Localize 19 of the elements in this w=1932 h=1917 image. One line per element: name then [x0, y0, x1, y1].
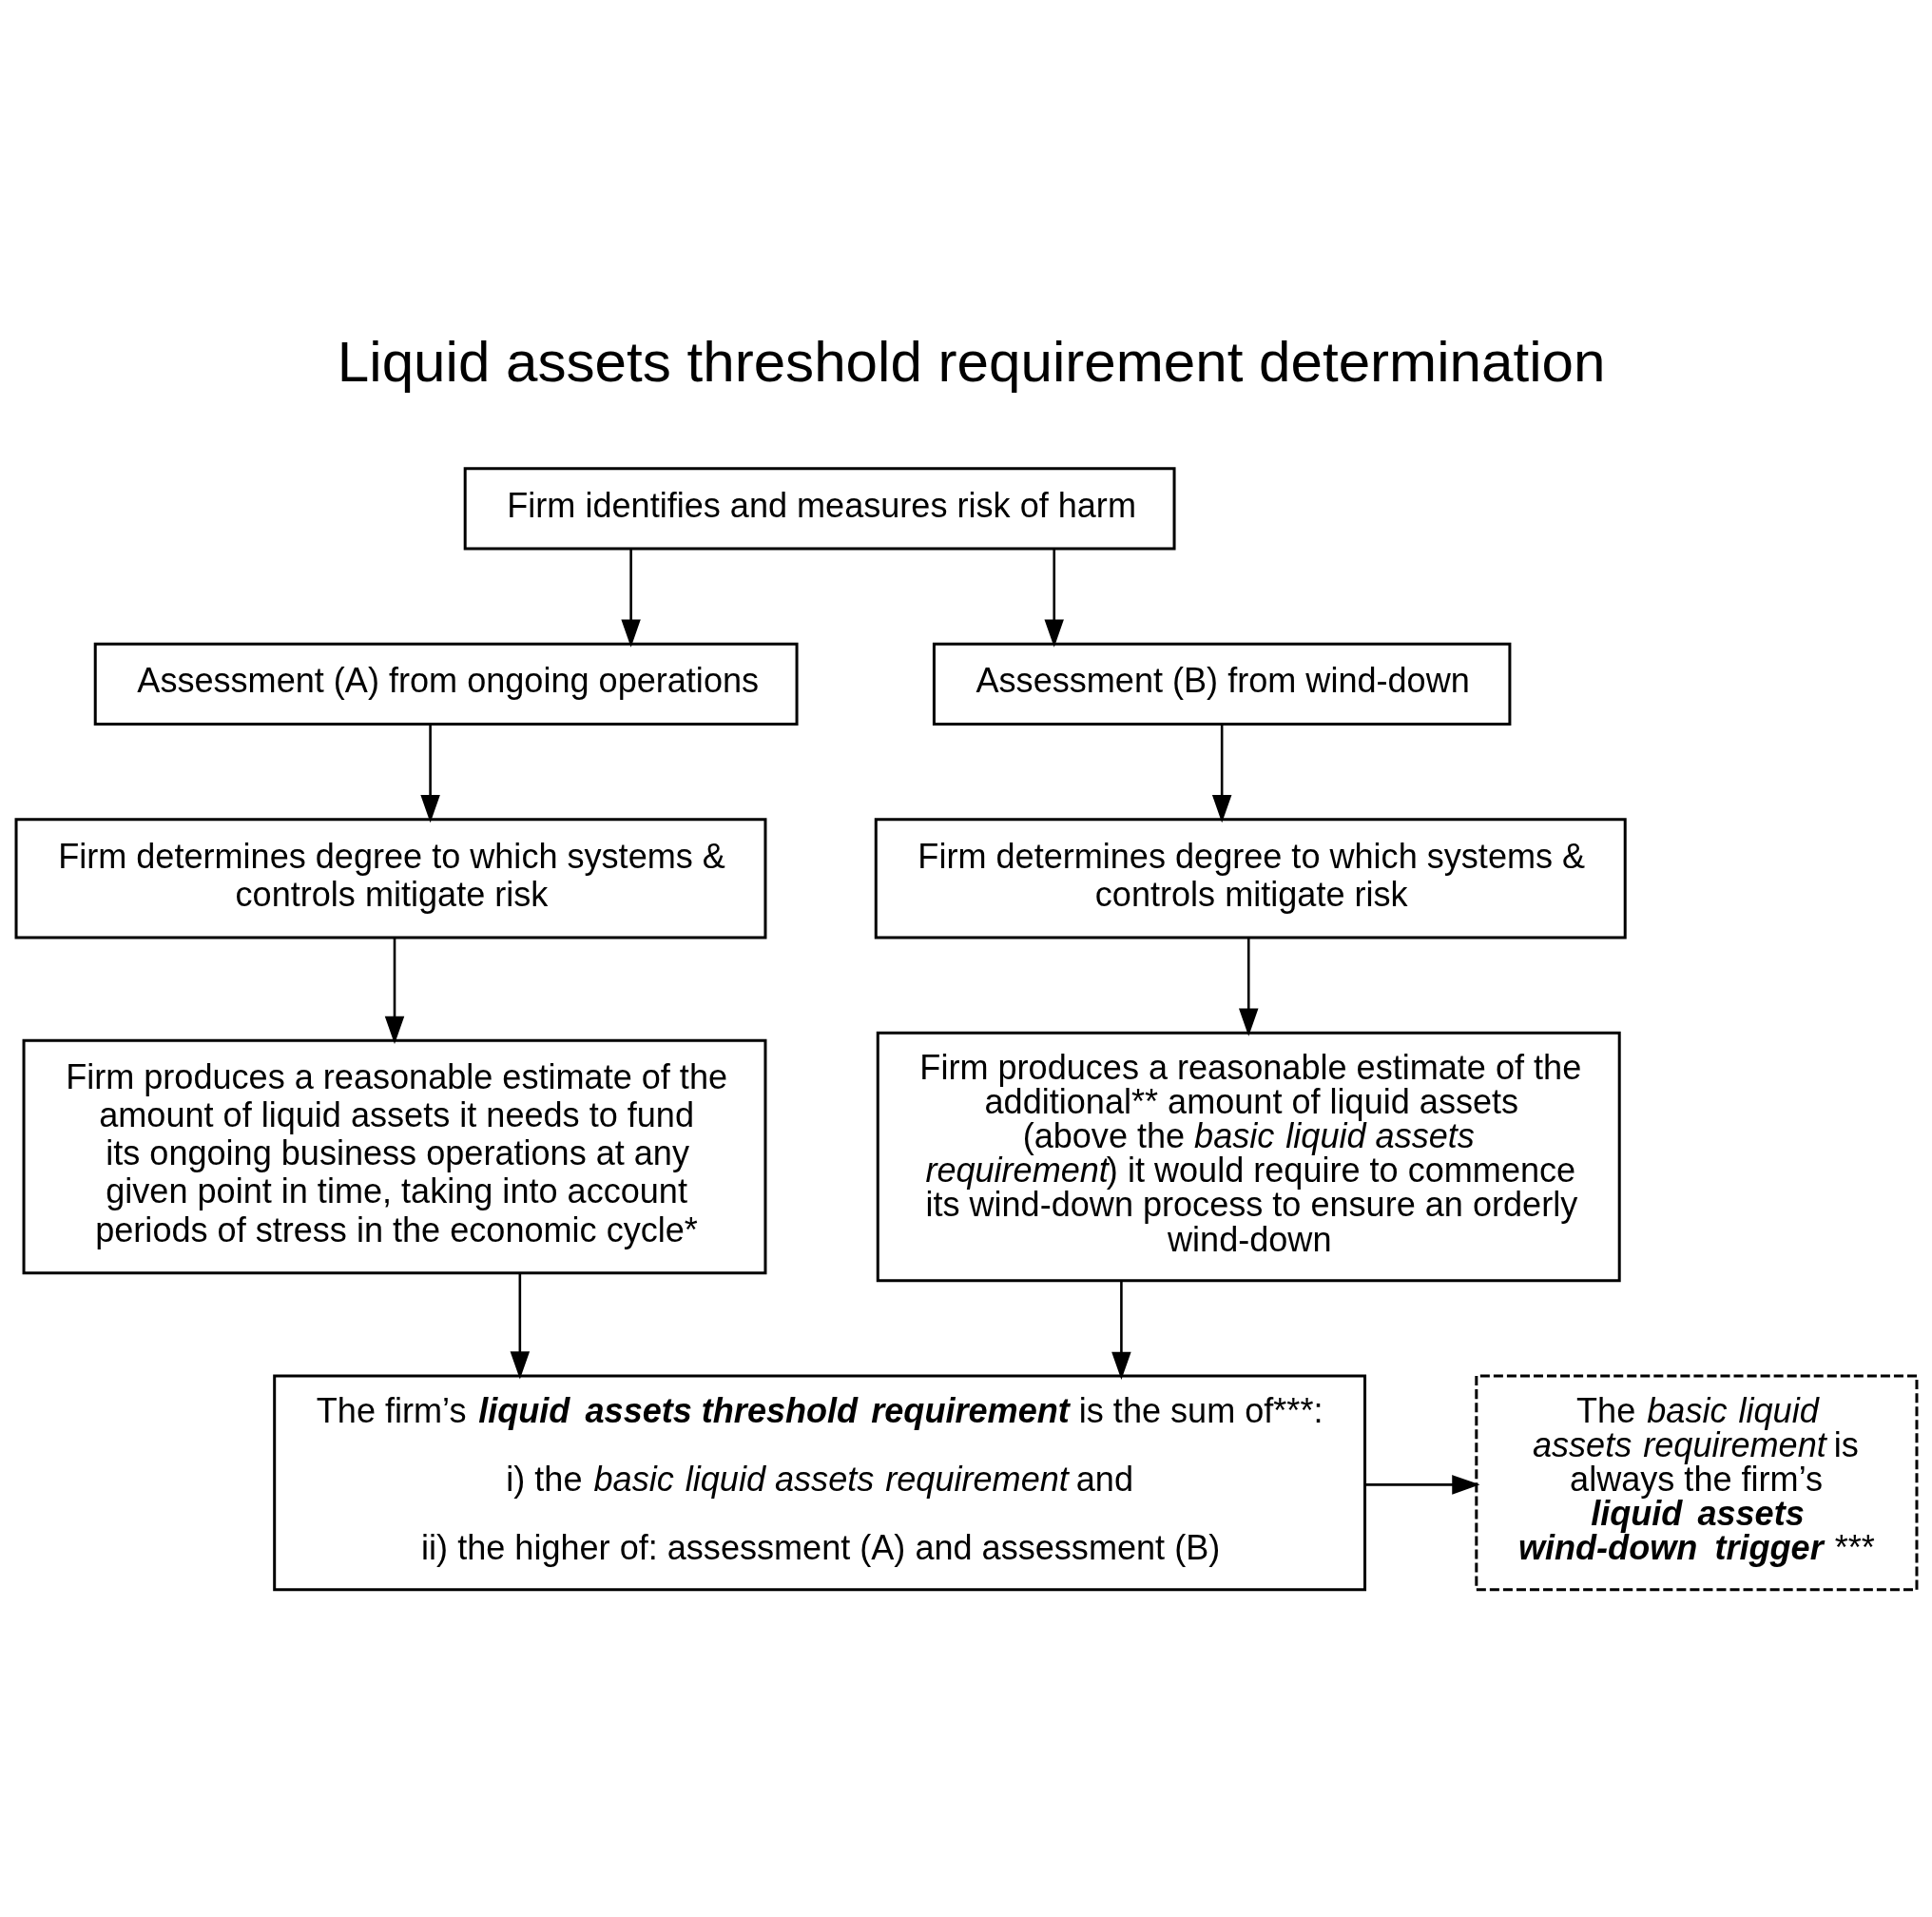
arrow	[1364, 1475, 1480, 1495]
diagram-title: Liquid assets threshold requirement determination	[337, 329, 1605, 394]
node-box: Assessment (A) from ongoing operations	[93, 642, 799, 726]
arrow	[419, 724, 440, 823]
node-box: Firm produces a reasonable estimate of the additional** amount of liquid assets (above the basic liquid assets requirement) it would require to commence its wind-down process to ensure an orderly wind-down	[876, 1031, 1621, 1283]
node-box: Firm determines degree to which systems & controls mitigate risk	[14, 818, 766, 939]
arrow	[510, 1273, 530, 1380]
arrow	[384, 938, 404, 1045]
node-box: Assessment (B) from wind-down	[932, 642, 1511, 726]
arrow	[1111, 1281, 1131, 1380]
node-box: The firm’s liquid assets threshold requirement is the sum of***: i) the basic liquid assets requirement and ii) the higher of: assessment (A) and assessment (B)	[272, 1374, 1366, 1592]
arrow	[1211, 724, 1231, 823]
arrow	[1238, 938, 1258, 1036]
arrow	[1043, 549, 1064, 648]
node-box: Firm produces a reasonable estimate of the amount of liquid assets it needs to fund its ongoing business operations at any given point in time, taking into account periods of stress in the economic cycle*	[22, 1038, 766, 1275]
node-box: Firm determines degree to which systems & controls mitigate risk	[874, 818, 1627, 939]
arrow	[620, 549, 641, 648]
node-box: The basic liquid assets requirement is always the firm’s liquid assets wind-down trigger ***	[1474, 1374, 1918, 1592]
node-box: Firm identifies and measures risk of harm	[463, 467, 1176, 551]
